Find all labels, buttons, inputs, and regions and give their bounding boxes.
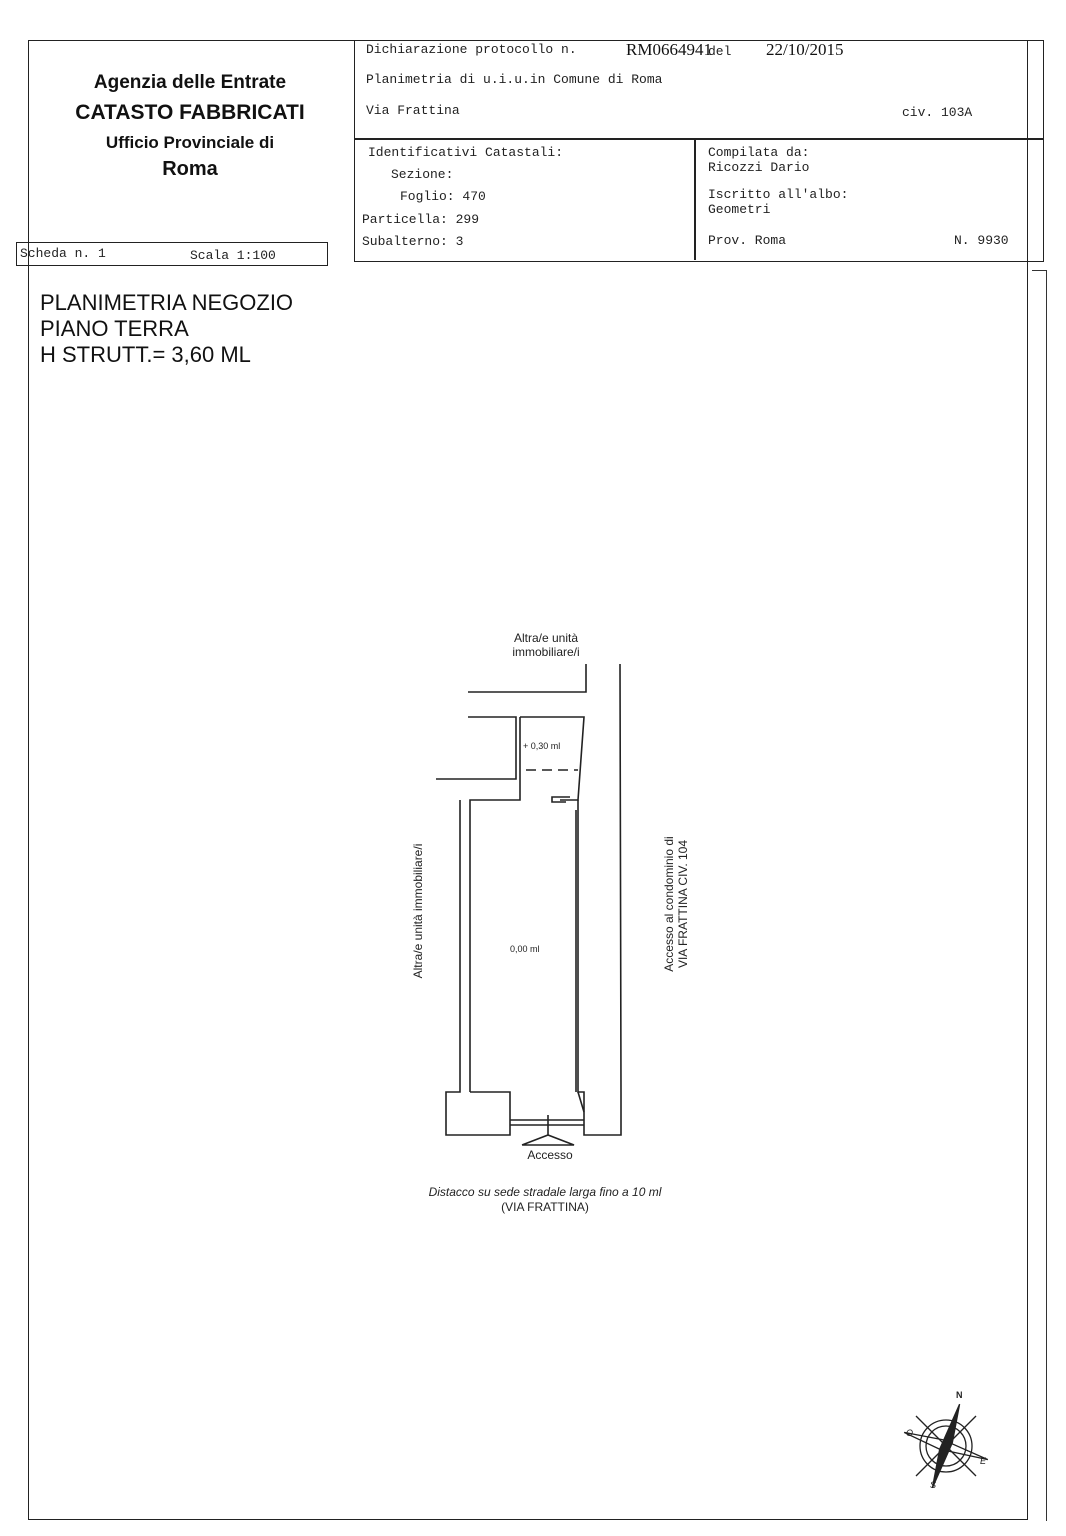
agency-name: Agenzia delle Entrate — [93, 72, 287, 93]
main-room-level: 0,00 ml — [510, 944, 540, 954]
protocol-date: 22/10/2015 — [766, 40, 844, 59]
sezione-field: Sezione: — [391, 167, 454, 182]
right-pillar-wall — [577, 663, 622, 1136]
scheda-number: Scheda n. 1 — [20, 246, 106, 261]
foglio-field: Foglio: 470 — [400, 189, 486, 204]
right-access-label-line-2: VIA FRATTINA CIV. 104 — [676, 839, 690, 969]
compass-south: S — [930, 1480, 937, 1490]
civic-number: civ. 103A — [902, 105, 973, 120]
top-neighbor-label: Altra/e unità immobiliare/i — [476, 631, 616, 659]
plan-title-line-2: PIANO TERRA — [40, 316, 189, 341]
header-box — [354, 40, 1044, 262]
top-neighbor-wall — [468, 664, 587, 693]
top-neighbor-label-line-2: immobiliare/i — [512, 645, 580, 659]
left-pillar — [445, 800, 511, 1136]
planimetria-text: Planimetria di u.i.u.in Comune di Roma — [366, 72, 663, 87]
del-label: del — [708, 44, 732, 59]
upper-room-level: + 0,30 ml — [523, 741, 561, 751]
header-divider — [354, 138, 1044, 140]
albo-value: Geometri — [708, 202, 771, 217]
identificativi-title: Identificativi Catastali: — [368, 145, 564, 160]
right-access-label: Accesso al condominio di VIA FRATTINA CI… — [662, 814, 690, 994]
iscritto-label: Iscritto all'albo: — [708, 187, 849, 202]
scheda-box — [16, 242, 328, 266]
header-column-divider — [694, 138, 696, 260]
compass-rose — [903, 1403, 989, 1489]
upper-left-block — [436, 716, 517, 780]
upper-room-wall — [520, 716, 585, 801]
compilata-name: Ricozzi Dario — [708, 160, 810, 175]
agency-department: CATASTO FABBRICATI — [75, 101, 305, 124]
particella-field: Particella: 299 — [362, 212, 480, 227]
left-neighbor-label: Altra/e unità immobiliare/i — [411, 843, 425, 979]
street-distance-note: Distacco su sede stradale larga fino a 1… — [370, 1185, 720, 1215]
street-name: Via Frattina — [366, 103, 460, 118]
left-inner-wall — [469, 717, 521, 1092]
plan-title-line-1: PLANIMETRIA NEGOZIO — [40, 290, 294, 315]
compass-east: E — [980, 1456, 987, 1466]
compilata-title: Compilata da: — [708, 145, 810, 160]
sheet-frame-edge — [1032, 270, 1047, 1521]
right-access-label-line-1: Accesso al condominio di — [662, 836, 676, 972]
street-distance-note-line-2: (VIA FRATTINA) — [501, 1200, 589, 1214]
province: Prov. Roma — [708, 233, 787, 248]
plan-title: PLANIMETRIA NEGOZIO PIANO TERRA H STRUTT… — [40, 290, 293, 368]
access-marker — [521, 1134, 575, 1146]
albo-number: N. 9930 — [954, 233, 1009, 248]
subalterno-field: Subalterno: 3 — [362, 234, 464, 249]
scale: Scala 1:100 — [190, 248, 276, 263]
step-detail — [551, 796, 570, 803]
access-label: Accesso — [527, 1148, 573, 1162]
street-distance-note-line-1: Distacco su sede stradale larga fino a 1… — [428, 1185, 662, 1199]
protocol-number: RM0664941 — [626, 40, 712, 59]
entrance-door-swing — [577, 1091, 585, 1113]
plan-title-line-3: H STRUTT.= 3,60 ML — [40, 342, 251, 367]
top-neighbor-label-line-1: Altra/e unità — [513, 631, 579, 645]
compass-west: O — [906, 1428, 914, 1438]
dichiarazione-label: Dichiarazione protocollo n. — [366, 42, 577, 57]
compass-north: N — [956, 1390, 963, 1400]
agency-office: Ufficio Provinciale di — [105, 133, 275, 152]
agency-city: Roma — [162, 158, 218, 180]
